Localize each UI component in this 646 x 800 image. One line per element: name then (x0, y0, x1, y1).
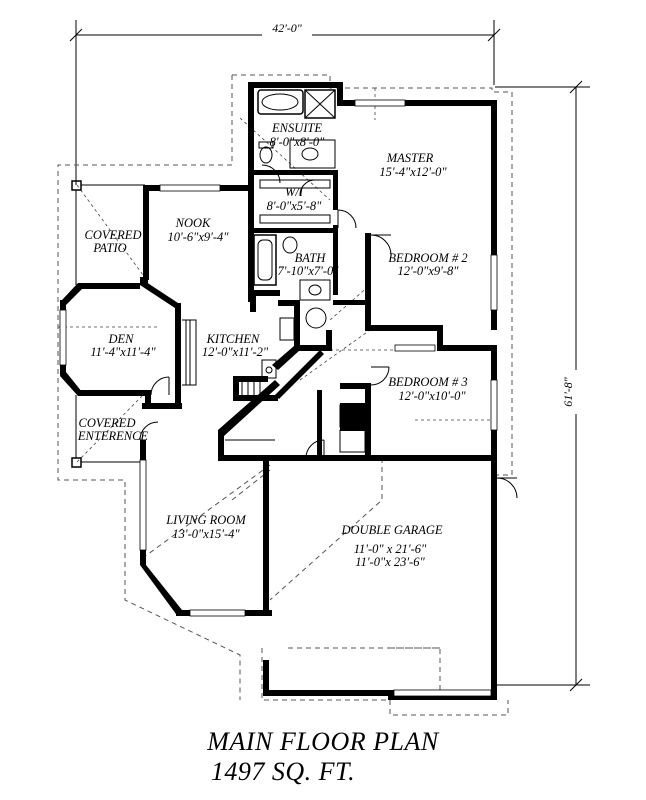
fixtures (182, 89, 366, 453)
room-labels: ENSUITE 8'-0"x8'-0" MASTER 15'-4"x12'-0"… (77, 121, 468, 569)
bedroom2-label: BEDROOM # 2 (388, 251, 467, 265)
garage-size-1: 11'-0" x 21'-6" (354, 542, 427, 556)
covered-patio-label-1: COVERED (85, 228, 142, 242)
walkin-label: W/I (285, 185, 304, 199)
bedroom3-size: 12'-0"x10'-0" (398, 389, 466, 403)
bath-size: 7'-10"x7'-0" (278, 264, 340, 278)
den-label: DEN (108, 332, 135, 346)
kitchen-label: KITCHEN (206, 332, 260, 346)
nook-size: 10'-6"x9'-4" (168, 230, 230, 244)
garage-door (393, 689, 492, 697)
walkin-size: 8'-0"x5'-8" (267, 199, 322, 213)
garage-label: DOUBLE GARAGE (340, 523, 442, 537)
ensuite-size: 8'-0"x8'-0" (270, 135, 325, 149)
plan-title: MAIN FLOOR PLAN (207, 727, 439, 756)
walls (60, 82, 497, 700)
master-size: 15'-4"x12'-0" (379, 165, 447, 179)
plan-area: 1497 SQ. FT. (210, 757, 356, 786)
living-room-size: 13'-0"x15'-4" (172, 527, 240, 541)
covered-entrance-label-2: ENTERENCE (77, 429, 149, 443)
bath-label: BATH (295, 251, 327, 265)
windows (59, 99, 498, 617)
doors (139, 164, 518, 499)
width-dimension: 42'-0" (69, 20, 501, 185)
kitchen-size: 12'-0"x11'-2" (202, 345, 269, 359)
bedroom2-size: 12'-0"x9'-8" (398, 264, 460, 278)
covered-entrance-label-1: COVERED (79, 416, 136, 430)
den-size: 11'-4"x11'-4" (90, 345, 156, 359)
bedroom3-label: BEDROOM # 3 (388, 375, 467, 389)
depth-dimension-label: 61'-8" (561, 376, 575, 407)
garage-size-2: 11'-0"x 23'-6" (355, 555, 425, 569)
master-label: MASTER (386, 151, 434, 165)
width-dimension-label: 42'-0" (272, 21, 303, 35)
covered-patio-label-2: PATIO (92, 241, 126, 255)
nook-label: NOOK (175, 216, 211, 230)
ensuite-label: ENSUITE (271, 121, 322, 135)
porch-posts (71, 180, 145, 468)
depth-dimension: 61'-8" (495, 80, 590, 692)
living-room-label: LIVING ROOM (165, 513, 246, 527)
